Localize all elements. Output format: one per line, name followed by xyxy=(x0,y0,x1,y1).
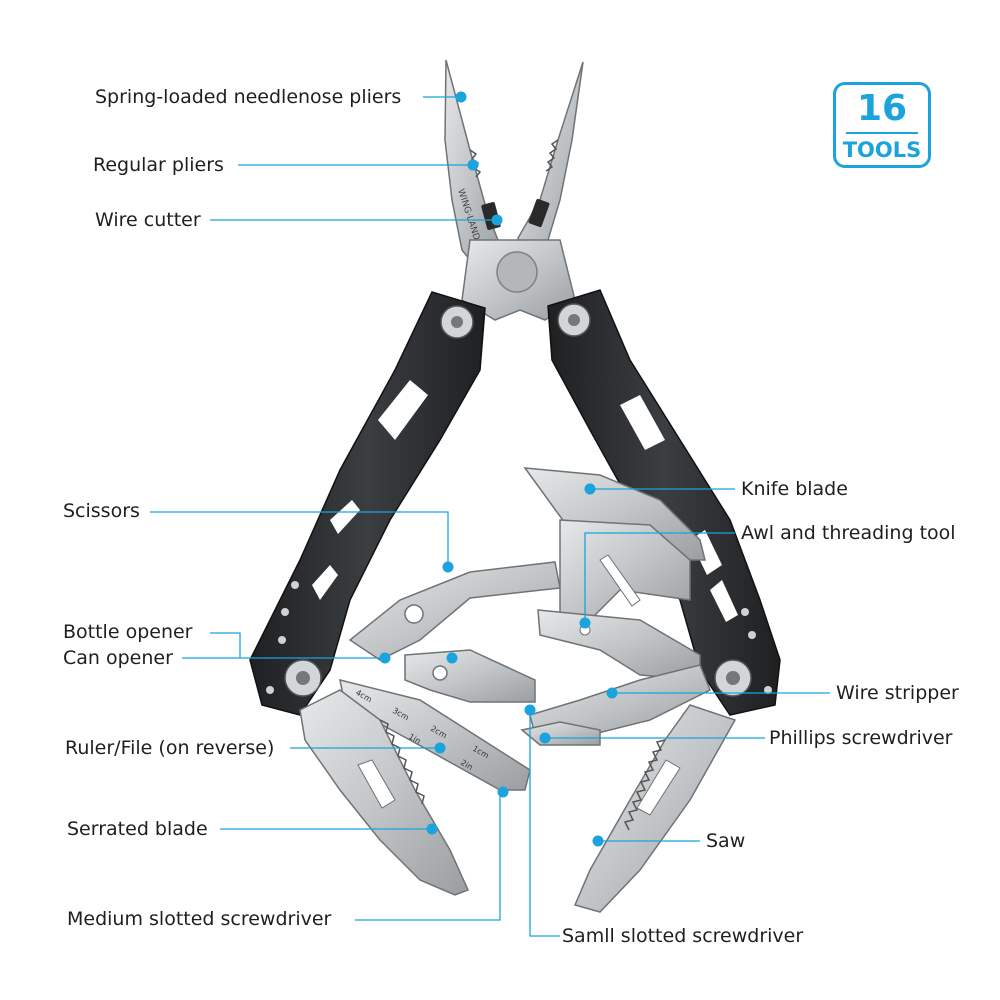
label-small-screwdriver: Samll slotted screwdriver xyxy=(562,925,804,947)
awl-dot xyxy=(579,617,591,629)
label-wire-cutter: Wire cutter xyxy=(95,209,201,231)
medium-screwdriver-dot xyxy=(497,786,509,798)
phillips-shape xyxy=(537,609,701,681)
label-needlenose-pliers: Spring-loaded needlenose pliers xyxy=(95,86,402,108)
saw-shape xyxy=(573,704,737,913)
saw-dot xyxy=(592,835,604,847)
small-screwdriver-dot xyxy=(524,704,536,716)
regular-pliers-dot xyxy=(467,159,479,171)
needlenose-dot xyxy=(455,91,467,103)
label-can-opener: Can opener xyxy=(63,647,173,669)
tools-count-badge: 16 TOOLS xyxy=(833,82,931,168)
phillips-dot xyxy=(539,732,551,744)
callout-dots xyxy=(379,91,618,847)
label-regular-pliers: Regular pliers xyxy=(93,154,224,176)
badge-divider xyxy=(846,132,918,134)
label-saw: Saw xyxy=(706,830,746,852)
serrated-blade-dot xyxy=(426,823,438,835)
label-wire-stripper: Wire stripper xyxy=(836,682,959,704)
left-handle-cutout-2 xyxy=(330,500,360,534)
right-handle-cutout-3 xyxy=(710,580,738,622)
serrated-edge xyxy=(379,719,425,805)
right-jaw-teeth xyxy=(545,139,559,172)
can-opener-dot xyxy=(446,652,458,664)
left-handle xyxy=(249,291,486,716)
bottle-opener-shape xyxy=(404,649,536,703)
knife-blade-dot xyxy=(584,483,596,495)
label-scissors: Scissors xyxy=(63,500,140,522)
right-tools xyxy=(520,467,737,913)
wire-stripper-dot xyxy=(606,687,618,699)
right-jaw xyxy=(517,61,584,264)
right-handle-cutout-1 xyxy=(620,395,665,450)
label-awl: Awl and threading tool xyxy=(741,522,956,544)
callouts xyxy=(150,96,830,937)
tools-count: 16 xyxy=(856,88,908,129)
saw-teeth xyxy=(623,739,666,831)
wire-cutter-dot xyxy=(491,214,503,226)
ruler-file-dot xyxy=(434,742,446,754)
left-handle-cutout-3 xyxy=(312,565,338,600)
label-knife-blade: Knife blade xyxy=(741,478,848,500)
label-phillips: Phillips screwdriver xyxy=(769,727,953,749)
left-handle-cutout-1 xyxy=(378,380,428,440)
label-medium-screwdriver: Medium slotted screwdriver xyxy=(67,908,332,930)
label-ruler-file: Ruler/File (on reverse) xyxy=(65,737,275,759)
tools-word: TOOLS xyxy=(842,138,922,162)
scissors-dot xyxy=(442,561,454,573)
right-cutter-insert xyxy=(528,198,550,228)
pivot-circle xyxy=(496,251,538,293)
bottle-opener-dot xyxy=(379,652,391,664)
left-tools: 4cm 3cm 2cm 1cm 1in 2in xyxy=(299,561,561,896)
scissors-shape xyxy=(348,561,561,661)
label-bottle-opener: Bottle opener xyxy=(63,621,193,643)
label-serrated-blade: Serrated blade xyxy=(67,818,208,840)
right-handle xyxy=(547,289,781,716)
